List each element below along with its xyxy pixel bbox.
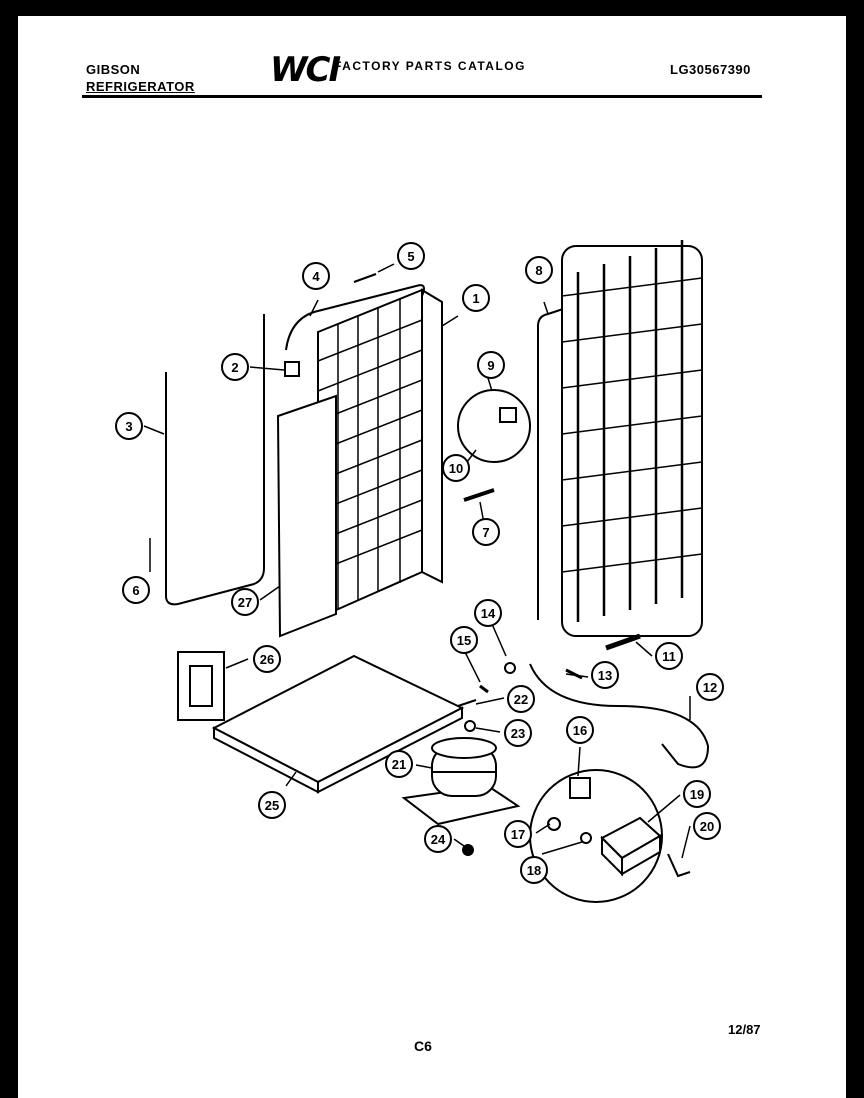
parts-sheet: GIBSON REFRIGERATOR WCI FACTORY PARTS CA…	[18, 16, 846, 1098]
callout-11: 11	[655, 642, 683, 670]
callout-23: 23	[504, 719, 532, 747]
detail-circle-bracket	[457, 389, 531, 463]
callout-25: 25	[258, 791, 286, 819]
callout-16: 16	[566, 716, 594, 744]
callout-18: 18	[520, 856, 548, 884]
callout-2: 2	[221, 353, 249, 381]
clamp-part	[284, 361, 300, 377]
catalog-date: 12/87	[728, 1022, 761, 1037]
svg-text:25: 25	[265, 798, 279, 813]
callout-8: 8	[525, 256, 553, 284]
brand-name: GIBSON	[86, 62, 141, 77]
bolt-part	[463, 488, 495, 502]
clip-part	[353, 273, 377, 283]
drain-tube-part	[285, 284, 425, 351]
callout-3: 3	[115, 412, 143, 440]
svg-text:11: 11	[662, 649, 676, 664]
clip-electrical-part	[580, 832, 592, 844]
callout-19: 19	[683, 780, 711, 808]
model-number: LG30567390	[670, 62, 751, 77]
base-plate-part	[211, 654, 465, 784]
callout-21: 21	[385, 750, 413, 778]
base-plate-side	[317, 706, 463, 794]
overload-part	[547, 817, 561, 831]
nut-part	[462, 844, 474, 856]
washer-part	[457, 699, 477, 707]
svg-text:4: 4	[312, 269, 320, 284]
svg-text:27: 27	[238, 595, 252, 610]
insulation-panel-part	[276, 394, 337, 638]
callout-14: 14	[474, 599, 502, 627]
svg-text:23: 23	[511, 726, 525, 741]
svg-text:13: 13	[598, 668, 612, 683]
svg-text:18: 18	[527, 863, 541, 878]
callout-10: 10	[442, 454, 470, 482]
callout-27: 27	[231, 588, 259, 616]
catalog-title: FACTORY PARTS CATALOG	[334, 59, 526, 73]
svg-text:3: 3	[125, 419, 132, 434]
drier-part	[605, 633, 641, 651]
screw-part	[565, 668, 583, 680]
callout-7: 7	[472, 518, 500, 546]
svg-text:16: 16	[573, 723, 587, 738]
thermostat-capillary-part	[165, 314, 265, 606]
callout-20: 20	[693, 812, 721, 840]
bracket-part	[499, 407, 517, 423]
svg-text:2: 2	[231, 360, 238, 375]
product-type: REFRIGERATOR	[86, 79, 195, 94]
svg-text:17: 17	[511, 827, 525, 842]
callout-26: 26	[253, 645, 281, 673]
svg-text:5: 5	[407, 249, 414, 264]
svg-text:15: 15	[457, 633, 471, 648]
svg-text:8: 8	[535, 263, 542, 278]
callout-6: 6	[122, 576, 150, 604]
grille-opening	[189, 665, 213, 707]
svg-text:14: 14	[481, 606, 496, 621]
compressor-part	[401, 737, 521, 826]
svg-text:9: 9	[487, 358, 494, 373]
tubing-part	[529, 663, 710, 769]
wci-logo: WCI	[270, 50, 341, 90]
callout-4: 4	[302, 262, 330, 290]
svg-text:26: 26	[260, 652, 274, 667]
svg-text:22: 22	[514, 692, 528, 707]
svg-text:12: 12	[703, 680, 717, 695]
svg-text:21: 21	[392, 757, 406, 772]
grommet-compressor-part	[464, 720, 476, 732]
callout-12: 12	[696, 673, 724, 701]
callout-5: 5	[397, 242, 425, 270]
svg-text:7: 7	[482, 525, 489, 540]
callout-15: 15	[450, 626, 478, 654]
condenser-part	[537, 240, 703, 637]
callout-1: 1	[462, 284, 490, 312]
grommet-part	[504, 662, 516, 674]
callout-22: 22	[507, 685, 535, 713]
svg-text:6: 6	[132, 583, 139, 598]
svg-text:1: 1	[472, 291, 479, 306]
header-rule	[82, 95, 762, 98]
relay-part	[569, 777, 591, 799]
screw-small-part	[479, 684, 489, 694]
exploded-parts-diagram: 1 2 3 4 5 6 7 8 9 10 11 12 13 14 15 16 1…	[115, 240, 724, 903]
bracket-wire-part	[667, 853, 691, 878]
svg-text:20: 20	[700, 819, 714, 834]
capacitor-face	[621, 834, 661, 876]
callout-13: 13	[591, 661, 619, 689]
callout-labels: 1 2 3 4 5 6 7 8 9 10 11 12 13 14 15 16 1…	[115, 242, 724, 884]
svg-text:24: 24	[431, 832, 446, 847]
page-code: C6	[414, 1038, 432, 1054]
callout-9: 9	[477, 351, 505, 379]
svg-text:19: 19	[690, 787, 704, 802]
callout-17: 17	[504, 820, 532, 848]
callout-24: 24	[424, 825, 452, 853]
svg-text:10: 10	[449, 461, 463, 476]
